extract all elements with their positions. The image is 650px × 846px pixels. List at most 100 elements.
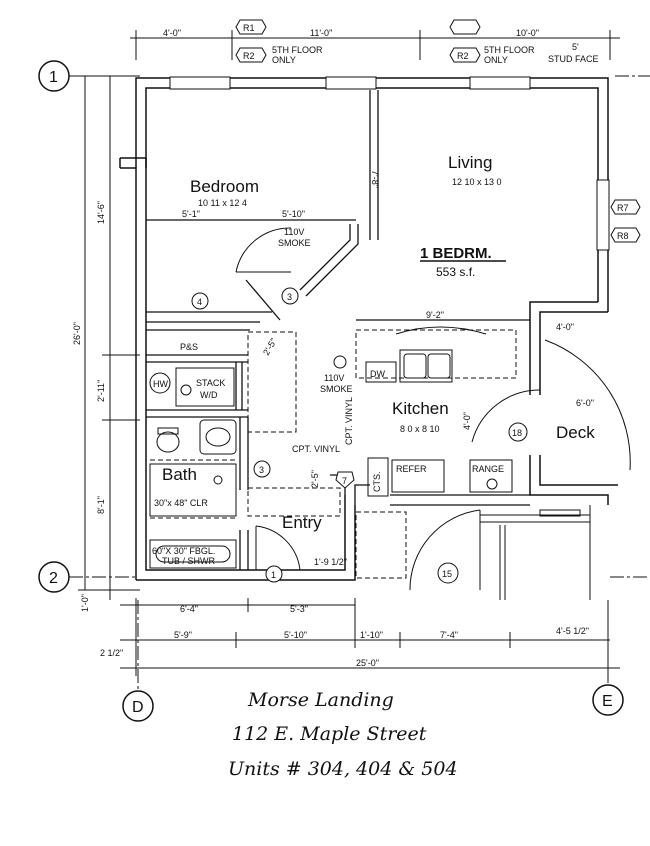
revision-tags-left: R1 R2 5TH FLOOR ONLY (235, 19, 323, 65)
left-dimension-lines (78, 75, 140, 600)
left-dim-2: 26'-0" (72, 322, 82, 345)
unit-area-label: 553 s.f. (436, 265, 475, 279)
deck-label: Deck (556, 423, 595, 442)
top-dim-1: 4'-0" (163, 28, 181, 38)
wd-label: W/D (200, 390, 218, 400)
bottom-dimension-lines (120, 598, 620, 676)
fifth-floor-label: 5TH FLOOR (272, 45, 323, 55)
tag-3b: 3 (259, 465, 264, 475)
stud-face-label: STUD FACE (548, 54, 599, 64)
deck-arc (544, 339, 631, 471)
kitchen-dim-1: 9'-2" (426, 310, 444, 320)
bath-fixtures (149, 419, 237, 569)
bedroom-label: Bedroom (190, 177, 259, 196)
svg-text:R8: R8 (617, 231, 629, 241)
entry-dim-19: 1'-9 1/2" (314, 557, 347, 567)
bottom-dim-3: 5'-9" (174, 630, 192, 640)
hall-dim-25: 2'-5" (261, 336, 279, 357)
caption-units: Units # 304, 404 & 504 (228, 758, 458, 780)
left-dim-3: 2'-11" (96, 380, 106, 402)
revision-tags-right: R2 5TH FLOOR ONLY 5' STUD FACE (449, 19, 599, 65)
stack-label: STACK (196, 378, 225, 388)
living-label: Living (448, 153, 492, 172)
hw-label: HW (153, 379, 168, 389)
top-dim-5: 5' (572, 42, 579, 52)
refer-label: REFER (396, 464, 427, 474)
only-label: ONLY (272, 55, 296, 65)
tag-3a: 3 (287, 292, 292, 302)
r2-tag: R2 (243, 51, 255, 61)
interior-walls (146, 90, 530, 570)
exterior-walls (119, 77, 618, 581)
bedroom-size: 10 11 x 12 4 (198, 198, 247, 208)
living-window (596, 179, 610, 251)
door-tags (191, 287, 528, 584)
tag-18: 18 (512, 428, 522, 438)
bottom-dim-4: 5'-10" (284, 630, 307, 640)
grid-bubble-1: 1 (38, 60, 70, 92)
left-dim-4: 8'-1" (96, 496, 106, 514)
tag-7: 7 (342, 476, 347, 486)
bottom-dim-5: 1'-10" (360, 630, 383, 640)
kitchen-dim-4: 4'-0" (462, 412, 472, 430)
bedroom-door-swing (235, 227, 292, 273)
dashed-outlines (150, 329, 517, 579)
svg-text:R7: R7 (617, 203, 629, 213)
smoke-bed-2: SMOKE (278, 238, 311, 248)
bottom-dim-6: 7'-4" (440, 630, 458, 640)
only-label-right: ONLY (484, 55, 508, 65)
smoke-hall-1: 110V (324, 373, 344, 383)
smoke-bed-1: 110V (284, 227, 304, 237)
laundry-fixtures (149, 367, 235, 407)
grid-bubble-2: 2 (38, 561, 70, 593)
fifth-floor-label-right: 5TH FLOOR (484, 45, 535, 55)
tag-4: 4 (197, 297, 202, 307)
caption-address: 112 E. Maple Street (232, 723, 427, 745)
living-dim: 7'-8" (370, 170, 380, 188)
kitchen-fixtures (333, 326, 513, 497)
cts-label: CTS. (372, 471, 382, 492)
smoke-hall-2: SMOKE (320, 384, 353, 394)
top-dimension-line (130, 30, 620, 60)
tag-15: 15 (442, 569, 452, 579)
hall-dim-25b: 2'-5" (310, 470, 320, 488)
tag-1: 1 (271, 570, 276, 580)
cpt-vinyl-hall: CPT. VINYL (292, 444, 340, 454)
shower-label: 30"x 48" CLR (154, 498, 208, 508)
kitchen-dim-2: 4'-0" (556, 322, 574, 332)
bedroom-dim-2: 5'-10" (282, 209, 305, 219)
entry-door-swing (255, 525, 301, 571)
r1-tag: R1 (243, 23, 255, 33)
left-small-dim-1: 1'-0" (80, 594, 90, 612)
r7-r8-tags: R7 R8 (610, 199, 641, 243)
left-small-dim-2: 2 1/2" (100, 648, 123, 658)
kitchen-dim-3: 6'-0" (576, 398, 594, 408)
entry-label: Entry (282, 513, 322, 532)
bath-label: Bath (162, 465, 197, 484)
top-dim-3: 10'-0" (516, 28, 539, 38)
closet-shelves (480, 505, 591, 600)
tub-label-2: TUB / SHWR (162, 556, 215, 566)
svg-text:1: 1 (49, 69, 58, 86)
top-windows (169, 76, 531, 90)
cpt-vinyl-kitchen: CPT. VINYL (344, 397, 354, 445)
ps-label: P&S (180, 342, 198, 352)
unit-type-label: 1 BEDRM. (420, 245, 492, 262)
dw-label: DW (370, 369, 385, 379)
caption-name: Morse Landing (247, 689, 394, 711)
living-size: 12 10 x 13 0 (452, 177, 502, 187)
kitchen-door-swing (471, 389, 541, 443)
svg-text:2: 2 (49, 570, 58, 587)
r2-tag-right: R2 (457, 51, 469, 61)
left-dim-1: 14'-6" (96, 201, 106, 224)
grid-bubble-e: E (592, 684, 624, 716)
bottom-dim-7: 4'-5 1/2" (556, 626, 589, 636)
bedroom-dim-1: 5'-1" (182, 209, 200, 219)
overall-width-dim: 25'-0" (356, 658, 379, 668)
svg-text:E: E (602, 693, 613, 710)
grid-bubble-d: D (122, 690, 154, 722)
kitchen-label: Kitchen (392, 399, 449, 418)
svg-text:D: D (132, 699, 144, 716)
bottom-dim-1: 6'-4" (180, 604, 198, 614)
